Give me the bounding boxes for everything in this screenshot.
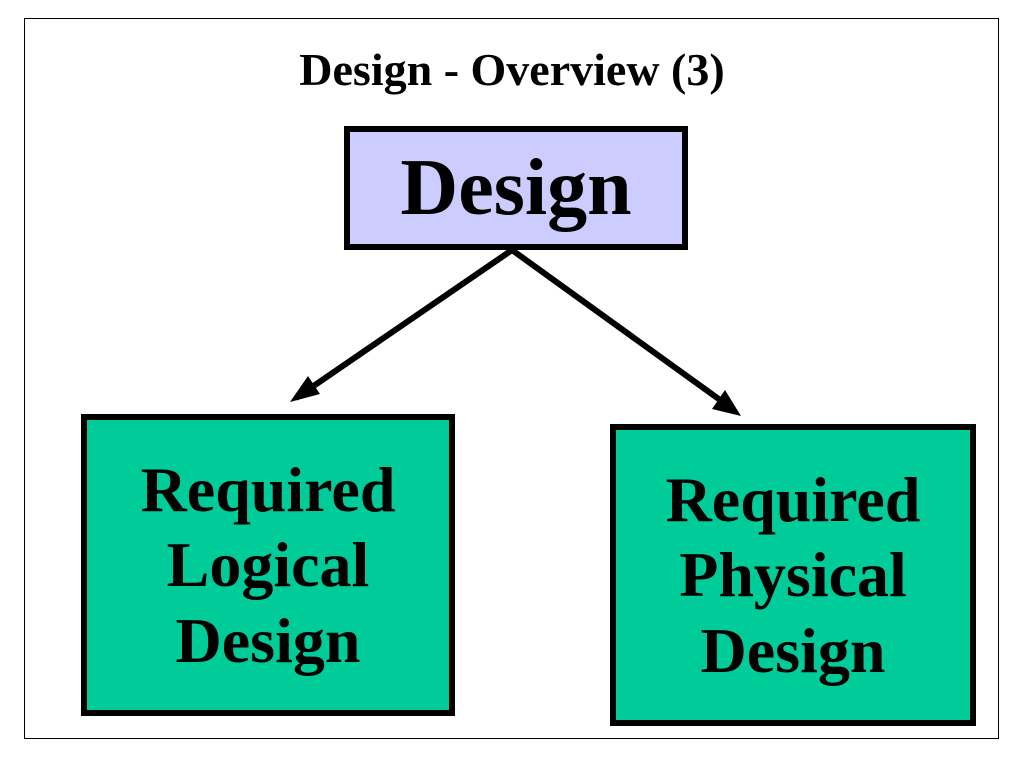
child-node-physical-design: Required Physical Design — [610, 424, 976, 726]
physical-line-3: Design — [700, 614, 886, 686]
logical-line-2: Logical — [166, 529, 370, 601]
root-node-label: Design — [400, 144, 632, 232]
child-node-logical-design: Required Logical Design — [81, 414, 455, 716]
physical-line-2: Physical — [679, 539, 907, 611]
logical-line-3: Design — [175, 604, 361, 676]
logical-line-1: Required — [140, 453, 396, 525]
slide-title: Design - Overview (3) — [299, 44, 725, 95]
physical-line-1: Required — [665, 463, 921, 535]
root-node-design: Design — [344, 126, 688, 250]
